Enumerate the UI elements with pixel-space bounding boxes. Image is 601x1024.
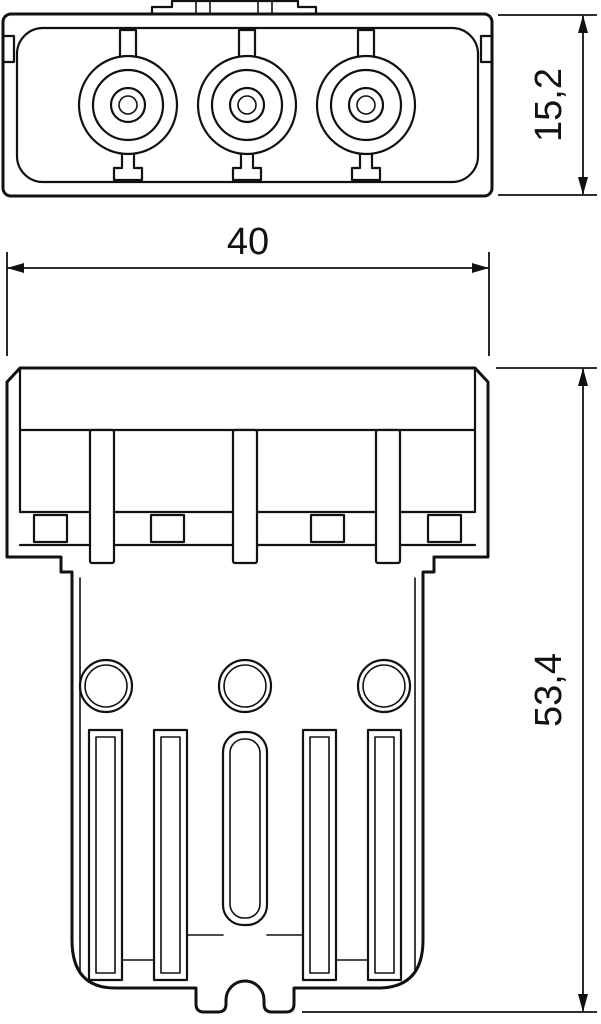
terminal-pole-3 [315, 28, 417, 182]
latch-window-1 [32, 513, 69, 544]
slot-step-lines [121, 934, 369, 961]
terminal-pole-1 [77, 28, 179, 182]
dimension-lines-top-height [498, 14, 597, 196]
dimension-front-height: 53,4 [302, 367, 597, 1013]
slot-inner-left [152, 728, 189, 982]
front-view-outline [5, 366, 490, 1014]
top-latch [150, 0, 318, 16]
hanging-tab-right [374, 428, 402, 565]
hanging-tab-center [231, 428, 259, 565]
slot-center [221, 730, 269, 927]
top-view [1, 0, 494, 198]
dimension-top-height: 15,2 [498, 14, 597, 196]
latch-window-2 [149, 513, 186, 544]
latch-window-3 [309, 513, 346, 544]
dimension-lines-front-height [302, 367, 597, 1013]
dimension-label-top-height: 15,2 [528, 68, 570, 142]
contact-hole-center [217, 658, 273, 714]
dimension-label-front-height: 53,4 [528, 653, 570, 727]
top-view-outline [1, 12, 494, 198]
contact-hole-right [356, 658, 412, 714]
lower-body-wall-lines [79, 577, 416, 973]
hanging-tab-left [88, 428, 116, 565]
arrowhead-up-icon [578, 368, 588, 386]
arrowhead-up-icon [578, 15, 588, 33]
latch-ribs [195, 0, 273, 15]
dimension-lines-front-width [6, 252, 490, 356]
slot-inner-right [301, 728, 338, 982]
latch-window-4 [426, 513, 463, 544]
terminal-pole-2 [196, 28, 298, 182]
top-view-inner-contour [15, 26, 480, 184]
dimension-front-width: 40 [6, 221, 490, 356]
contact-hole-left [78, 658, 134, 714]
slot-outer-right [366, 728, 403, 982]
arrowhead-down-icon [578, 994, 588, 1012]
arrowhead-down-icon [578, 177, 588, 195]
right-clip-notch [479, 34, 494, 64]
bottom-slots [87, 728, 403, 982]
arrowhead-left-icon [7, 263, 24, 273]
slot-outer-left [87, 728, 124, 982]
arrowhead-right-icon [472, 263, 489, 273]
front-view [5, 366, 490, 1014]
dimension-label-front-width: 40 [227, 221, 269, 263]
left-clip-notch [1, 34, 16, 64]
